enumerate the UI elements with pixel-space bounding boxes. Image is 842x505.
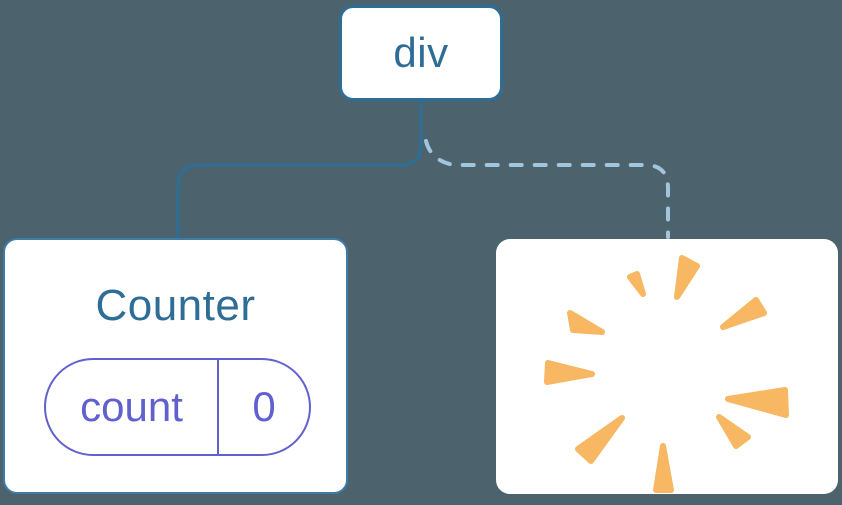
state-key: count (80, 383, 183, 430)
node-counter: Counter count 0 (3, 238, 348, 494)
state-value-cell: 0 (219, 360, 309, 454)
state-pill: count 0 (44, 358, 311, 456)
node-removed (496, 239, 838, 494)
poof-starburst-icon (544, 255, 789, 493)
solid-edge-to-counter (176, 99, 423, 239)
node-div: div (339, 5, 503, 101)
state-key-cell: count (46, 360, 219, 454)
node-div-label: div (393, 29, 449, 76)
counter-title: Counter (95, 281, 256, 330)
dashed-edge-to-removed (424, 139, 670, 239)
state-value: 0 (252, 383, 276, 430)
